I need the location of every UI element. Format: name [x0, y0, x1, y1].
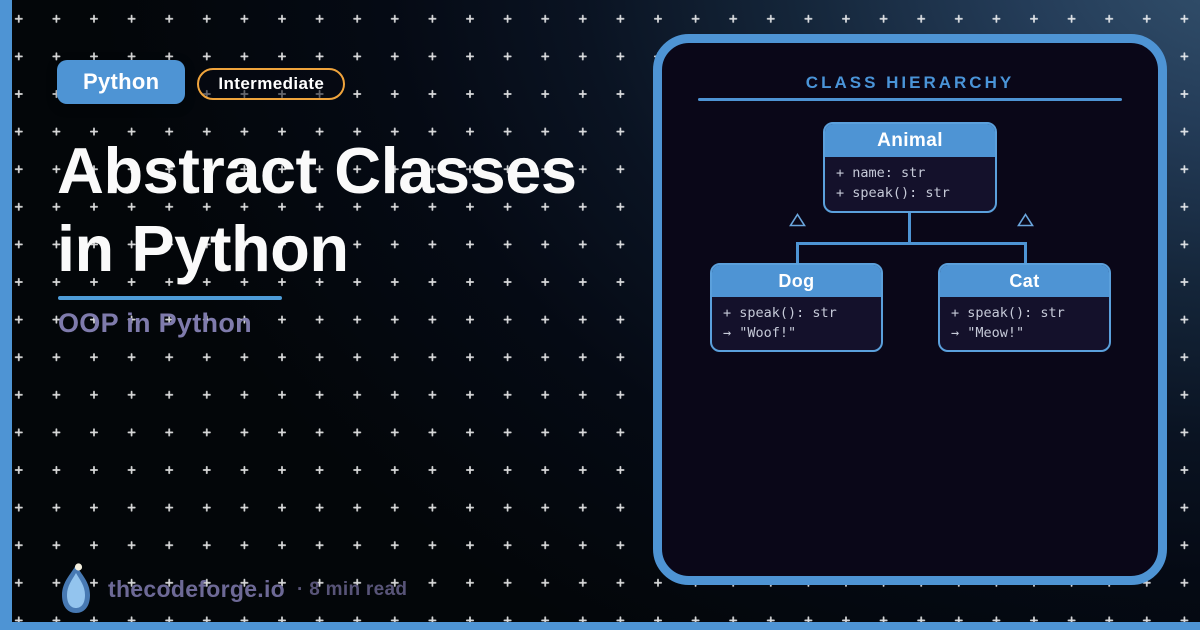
site-name: thecodeforge.io: [108, 575, 286, 602]
class-hierarchy-panel: CLASS HIERARCHY Animal + name: str + spe…: [653, 34, 1167, 585]
language-badge-label: Python: [83, 69, 160, 94]
bottom-accent-stripe: [0, 622, 1200, 630]
class-members: + speak(): str → "Woof!": [712, 297, 881, 343]
class-name: Animal: [825, 124, 995, 157]
class-member: → "Meow!": [951, 325, 1025, 341]
class-name: Dog: [712, 265, 881, 297]
inheritance-arrow-icon: [1017, 213, 1034, 227]
level-badge: Intermediate: [197, 67, 346, 100]
language-badge: Python: [57, 60, 186, 104]
class-member: → "Woof!": [723, 325, 797, 341]
left-accent-stripe: [0, 0, 12, 630]
inheritance-arrow-icon: [789, 213, 806, 227]
connector-horizontal: [796, 242, 1027, 245]
connector-cat-up: [1024, 242, 1027, 263]
class-member: + speak(): str: [951, 305, 1065, 321]
droplet-logo-icon: [62, 563, 90, 613]
class-members: + name: str + speak(): str: [825, 157, 995, 203]
footer: thecodeforge.io · 8 min read: [60, 562, 407, 616]
connector-dog-up: [796, 242, 799, 263]
panel-heading-rule: [698, 98, 1122, 101]
class-member: + name: str: [836, 165, 926, 181]
title-underline: [58, 296, 282, 300]
title-line-2: in Python: [57, 212, 349, 285]
badge-row: Python Intermediate: [57, 60, 346, 104]
title-line-1: Abstract Classes: [57, 134, 577, 207]
level-badge-label: Intermediate: [218, 73, 325, 93]
class-member: + speak(): str: [723, 305, 837, 321]
connector-animal-down: [908, 213, 911, 245]
read-time: · 8 min read: [297, 579, 408, 600]
class-member: + speak(): str: [836, 185, 950, 201]
subtitle: OOP in Python: [58, 308, 252, 338]
panel-heading: CLASS HIERARCHY: [805, 73, 1015, 92]
class-box-animal: Animal + name: str + speak(): str: [823, 122, 997, 213]
class-box-dog: Dog + speak(): str → "Woof!": [710, 263, 883, 352]
class-members: + speak(): str → "Meow!": [940, 297, 1109, 343]
class-box-cat: Cat + speak(): str → "Meow!": [938, 263, 1111, 352]
class-name: Cat: [940, 265, 1109, 297]
